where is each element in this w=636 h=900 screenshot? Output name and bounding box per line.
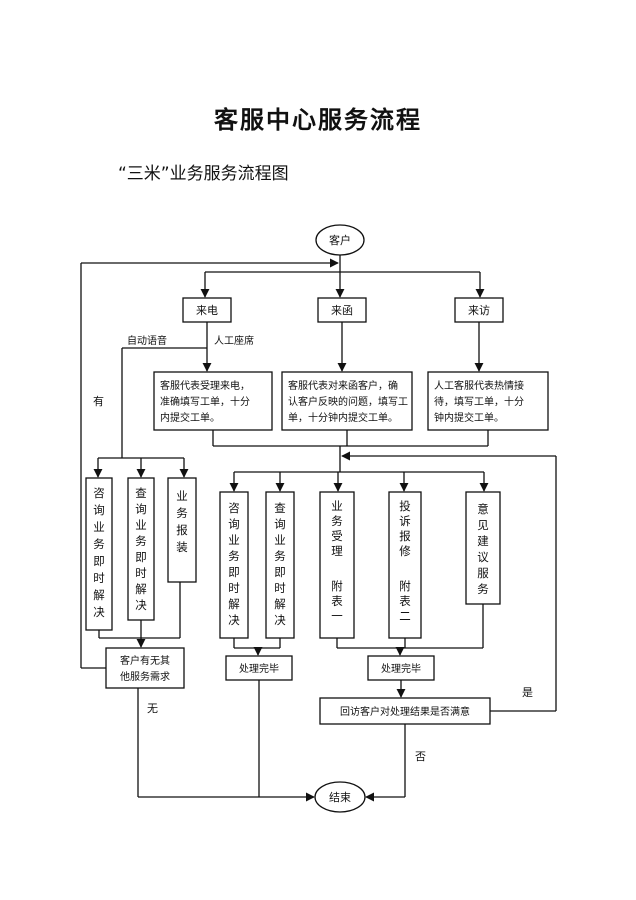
call-node: 来电 — [182, 297, 232, 323]
letter-desc-line-2: 认客户反映的问题，填写工 — [288, 395, 408, 408]
customer-label: 客户 — [329, 233, 351, 247]
call-desc-line-1: 客服代表受理来电， — [160, 379, 250, 392]
svc-d-node: 咨询业务即时解决 — [219, 491, 249, 639]
svc-a-node: 咨询业务即时解决 — [85, 477, 113, 631]
page-title: 客服中心服务流程 — [214, 105, 422, 134]
call-desc-line-3: 内提交工单。 — [160, 411, 220, 424]
result-right-label: 处理完毕 — [381, 662, 421, 675]
visit-desc-line-3: 钟内提交工单。 — [434, 411, 504, 424]
call-desc-line-2: 准确填写工单，十分 — [160, 395, 250, 408]
revisit-node: 回访客户对处理结果是否满意 — [319, 697, 491, 725]
manual-label: 人工座席 — [214, 334, 254, 347]
yes-left-label: 有 — [93, 394, 104, 408]
letter-node: 来函 — [317, 297, 367, 323]
svc-f-label-2: 附表一 — [331, 579, 343, 623]
satisfied-line-2: 他服务需求 — [120, 670, 170, 683]
svc-a-label: 咨询业务即时解决 — [93, 486, 105, 619]
svc-g-node: 投诉报修 附表二 — [388, 491, 422, 639]
svc-b-label: 查询业务即时解决 — [135, 486, 147, 612]
visit-node: 来访 — [454, 297, 504, 323]
satisfied-line-1: 客户有无其 — [120, 654, 170, 667]
end-node: 结束 — [314, 781, 366, 813]
auto-voice-label: 自动语音 — [127, 334, 167, 347]
letter-label: 来函 — [331, 304, 353, 317]
svc-f-node: 业务受理 附表一 — [319, 491, 355, 639]
result-right-node: 处理完毕 — [367, 655, 435, 681]
satisfied-node: 客户有无其 他服务需求 — [105, 647, 185, 689]
call-desc-node: 客服代表受理来电， 准确填写工单，十分 内提交工单。 — [153, 371, 273, 431]
none-label: 无 — [147, 702, 158, 715]
visit-desc-node: 人工客服代表热情接 待，填写工单，十分 钟内提交工单。 — [427, 371, 549, 431]
letter-desc-line-3: 单，十分钟内提交工单。 — [288, 411, 398, 424]
svc-h-node: 意见建议服务 — [465, 491, 501, 605]
visit-desc-line-2: 待，填写工单，十分 — [434, 395, 524, 408]
svc-g-label-1: 投诉报修 — [399, 499, 411, 558]
no-label: 否 — [415, 750, 426, 763]
customer-node: 客户 — [315, 224, 365, 256]
yes-right-label: 是 — [522, 686, 533, 699]
svc-f-label-1: 业务受理 — [331, 499, 343, 558]
end-label: 结束 — [329, 791, 351, 804]
letter-desc-node: 客服代表对来函客户，确 认客户反映的问题，填写工 单，十分钟内提交工单。 — [281, 371, 413, 431]
svc-h-label: 意见建议服务 — [477, 502, 489, 596]
svc-e-label: 查询业务即时解决 — [274, 501, 286, 627]
svc-c-label: 业务报装 — [176, 489, 188, 554]
svc-c-node: 业务报装 — [167, 477, 197, 583]
svc-g-label-2: 附表二 — [399, 579, 411, 623]
visit-label: 来访 — [468, 304, 490, 317]
result-left-node: 处理完毕 — [225, 655, 293, 681]
letter-desc-line-1: 客服代表对来函客户，确 — [288, 379, 398, 392]
page-subtitle: “三米”业务服务流程图 — [118, 164, 289, 184]
call-label: 来电 — [196, 304, 218, 317]
visit-desc-line-1: 人工客服代表热情接 — [434, 379, 524, 392]
svc-d-label: 咨询业务即时解决 — [228, 501, 240, 627]
svc-e-node: 查询业务即时解决 — [265, 491, 295, 639]
result-left-label: 处理完毕 — [239, 662, 279, 675]
revisit-label: 回访客户对处理结果是否满意 — [340, 705, 470, 718]
svc-b-node: 查询业务即时解决 — [127, 477, 155, 621]
